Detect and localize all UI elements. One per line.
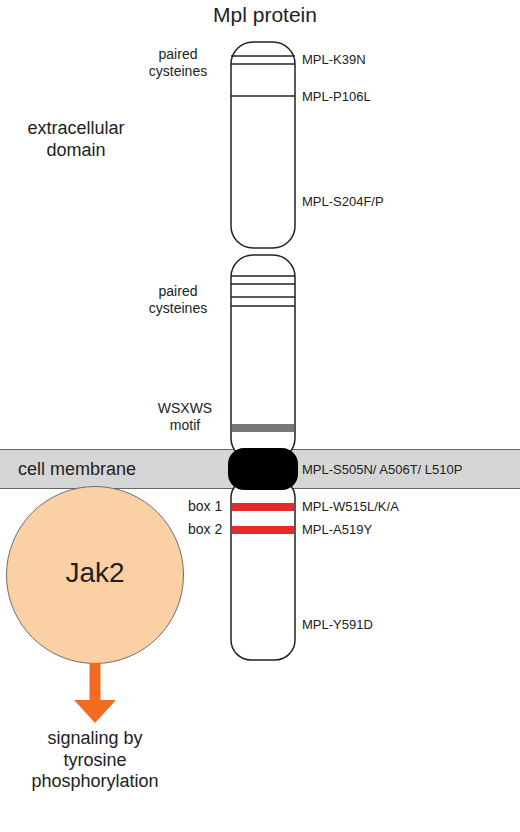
mutation-label: MPL-W515L/K/A — [302, 499, 399, 515]
output-label: signaling by tyrosine phosphorylation — [18, 728, 172, 793]
diagram-title: Mpl protein — [0, 3, 520, 27]
mutation-label: MPL-S505N/ A506T/ L510P — [302, 462, 462, 477]
feature-label: box 1 — [188, 498, 222, 515]
feature-label: paired cysteines — [136, 283, 220, 317]
cysteine-line — [231, 296, 295, 297]
mutation-label: MPL-A519Y — [302, 522, 372, 538]
kinase-label: Jak2 — [7, 557, 183, 589]
mutation-label: MPL-S204F/P — [302, 194, 384, 210]
lower-extracellular-domain — [231, 255, 295, 460]
signal-arrow-shaft — [90, 663, 101, 702]
signal-arrow-head — [74, 700, 116, 723]
cysteine-line — [231, 55, 295, 56]
box-band — [232, 526, 294, 534]
feature-label: box 2 — [188, 521, 222, 538]
box-band — [232, 503, 294, 511]
cytoplasmic-domain — [231, 478, 295, 660]
mutation-label: MPL-K39N — [302, 52, 366, 68]
upper-domain — [231, 42, 295, 248]
cysteine-line — [231, 275, 295, 276]
cysteine-line — [231, 283, 295, 284]
mutation-label: MPL-Y591D — [302, 617, 373, 633]
region-label: extracellular domain — [14, 118, 138, 161]
feature-label: paired cysteines — [136, 46, 220, 80]
transmembrane-segment — [228, 448, 298, 490]
cysteine-line — [231, 63, 295, 64]
feature-label: WSXWS motif — [148, 400, 222, 434]
cysteine-line — [231, 305, 295, 306]
cysteine-line — [231, 95, 295, 96]
mutation-label: MPL-P106L — [302, 89, 371, 105]
kinase-circle: Jak2 — [6, 486, 184, 664]
motif-band — [232, 424, 294, 432]
region-label: cell membrane — [18, 459, 136, 480]
